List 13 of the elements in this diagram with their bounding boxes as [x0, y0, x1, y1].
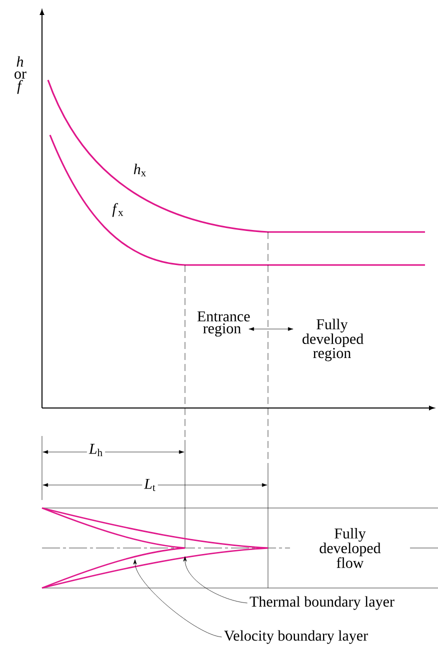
- flow-label: Fully developed flow: [306, 526, 394, 570]
- callout-label: Velocity boundary layer: [224, 630, 368, 644]
- leader-line: [133, 559, 222, 638]
- region-label: Entrance region: [197, 311, 250, 337]
- curve-label: h$_{x}$: [134, 164, 146, 176]
- dimension-label: L$_{h}$: [86, 442, 106, 458]
- leader-line: [183, 556, 248, 604]
- curve-label: f$_{x}$: [112, 203, 124, 217]
- boundary-layer-curve: [42, 507, 269, 589]
- callout-label: Thermal boundary layer: [250, 596, 394, 610]
- axis-label: h or f: [14, 56, 26, 94]
- dimension-label: L$_{t}$: [142, 476, 158, 494]
- region-label: Fully developed region: [302, 318, 364, 362]
